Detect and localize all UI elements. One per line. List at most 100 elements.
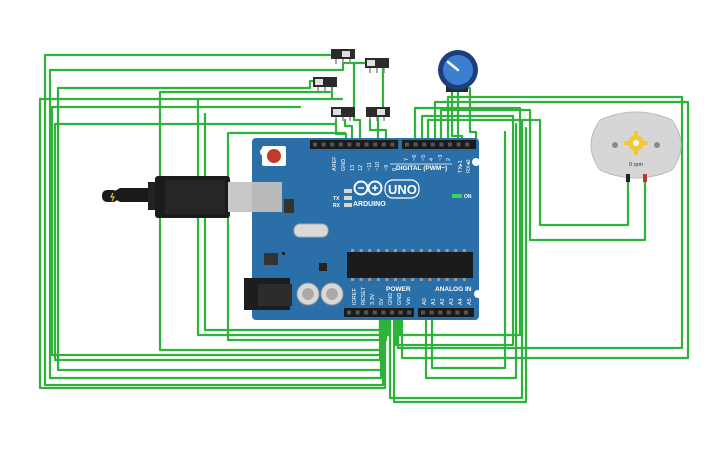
header-hole[interactable] bbox=[448, 142, 452, 147]
header-hole[interactable] bbox=[313, 142, 317, 147]
pin-label: A2 bbox=[440, 298, 446, 305]
header-hole[interactable] bbox=[446, 310, 451, 315]
switch-handle[interactable] bbox=[333, 109, 341, 115]
chip-pin bbox=[428, 278, 432, 281]
header-hole[interactable] bbox=[439, 142, 444, 147]
header-hole[interactable] bbox=[438, 310, 443, 315]
header-hole[interactable] bbox=[381, 310, 386, 315]
motor-terminal-positive bbox=[643, 174, 647, 182]
header-hole[interactable] bbox=[381, 142, 386, 147]
header-hole[interactable] bbox=[364, 310, 369, 315]
motor-rpm-label: 0 rpm bbox=[629, 162, 643, 168]
slide-switch[interactable] bbox=[365, 58, 389, 73]
switch-handle[interactable] bbox=[367, 60, 375, 66]
wire[interactable] bbox=[394, 114, 515, 347]
usb-cable[interactable] bbox=[102, 176, 258, 218]
slide-switch[interactable] bbox=[366, 107, 390, 121]
chip-pin bbox=[385, 249, 389, 252]
wire[interactable] bbox=[38, 97, 387, 390]
slide-switch[interactable] bbox=[331, 49, 355, 64]
usb-bolt-icon bbox=[110, 192, 115, 202]
header-hole[interactable] bbox=[455, 310, 460, 315]
potentiometer[interactable] bbox=[438, 50, 478, 92]
usb-chip bbox=[284, 199, 294, 213]
wire[interactable] bbox=[53, 122, 382, 362]
wire[interactable] bbox=[388, 118, 524, 400]
wire[interactable] bbox=[56, 79, 385, 372]
chip-pin bbox=[402, 278, 406, 281]
chip-pin bbox=[394, 249, 397, 252]
wire[interactable] bbox=[424, 122, 518, 380]
motor-screw bbox=[612, 142, 618, 148]
header-hole[interactable] bbox=[338, 142, 343, 147]
header-hole[interactable] bbox=[390, 310, 394, 315]
header-hole[interactable] bbox=[405, 142, 409, 147]
wire[interactable] bbox=[400, 100, 690, 360]
pin-label: ~10 bbox=[375, 162, 381, 171]
header-hole[interactable] bbox=[373, 142, 378, 147]
wire[interactable] bbox=[226, 131, 388, 342]
dc-motor[interactable]: 0 rpm bbox=[590, 111, 682, 182]
crystal bbox=[293, 223, 329, 238]
usb-connector-shade bbox=[165, 180, 225, 214]
chip-pin bbox=[445, 249, 449, 252]
header-hole[interactable] bbox=[364, 142, 369, 147]
header-hole[interactable] bbox=[430, 142, 435, 147]
header-hole[interactable] bbox=[390, 142, 395, 147]
usb-grip bbox=[148, 182, 156, 210]
header-hole[interactable] bbox=[429, 310, 434, 315]
header-hole[interactable] bbox=[422, 142, 427, 147]
header-hole[interactable] bbox=[355, 310, 360, 315]
pin-label: RX◂0 bbox=[466, 160, 472, 173]
chip-pin bbox=[462, 278, 466, 281]
wires bbox=[38, 53, 690, 404]
slide-switch[interactable] bbox=[331, 107, 355, 121]
pin-label: GND bbox=[397, 293, 403, 305]
wire[interactable] bbox=[398, 106, 522, 337]
switch-handle[interactable] bbox=[377, 109, 385, 115]
header-hole[interactable] bbox=[465, 142, 470, 147]
wire[interactable] bbox=[368, 118, 388, 144]
slide-switch[interactable] bbox=[313, 77, 337, 92]
header-hole[interactable] bbox=[398, 310, 403, 315]
wire[interactable] bbox=[439, 108, 647, 242]
header-hole[interactable] bbox=[347, 142, 352, 147]
header-hole[interactable] bbox=[356, 142, 360, 147]
arduino-board[interactable]: TX RX ON UNO ARDUINO DIGITAL (PWM~) POWE… bbox=[244, 138, 482, 320]
header-hole[interactable] bbox=[464, 310, 468, 315]
wire[interactable] bbox=[343, 118, 354, 144]
header-hole[interactable] bbox=[421, 310, 425, 315]
wire[interactable] bbox=[426, 118, 630, 227]
header-hole[interactable] bbox=[330, 142, 335, 147]
chip-pin bbox=[351, 278, 354, 281]
chip-pin bbox=[454, 249, 458, 252]
pin-label: GND bbox=[388, 293, 394, 305]
usb-plug-end bbox=[102, 190, 118, 202]
wire[interactable] bbox=[352, 61, 362, 144]
chip-pin bbox=[376, 249, 380, 252]
header-hole[interactable] bbox=[347, 310, 351, 315]
wire[interactable] bbox=[396, 95, 684, 350]
header-hole[interactable] bbox=[372, 310, 377, 315]
chip-pin bbox=[437, 249, 440, 252]
chip-pin bbox=[411, 249, 415, 252]
board-name: ARDUINO bbox=[353, 201, 386, 208]
pin-label: A3 bbox=[449, 298, 455, 305]
board-model: UNO bbox=[388, 182, 417, 197]
chip-pin bbox=[359, 278, 363, 281]
header-hole[interactable] bbox=[413, 142, 418, 147]
pin-label: ~3 bbox=[438, 155, 444, 161]
digital-header-label: DIGITAL (PWM~) bbox=[396, 165, 447, 172]
header-hole[interactable] bbox=[456, 142, 461, 147]
reset-button[interactable] bbox=[267, 149, 281, 163]
switch-handle[interactable] bbox=[315, 79, 323, 85]
switch-handle[interactable] bbox=[342, 51, 350, 57]
chip-pin bbox=[445, 278, 449, 281]
header-hole[interactable] bbox=[407, 310, 412, 315]
wire[interactable] bbox=[392, 126, 528, 404]
wire[interactable] bbox=[430, 130, 507, 370]
header-hole[interactable] bbox=[321, 142, 326, 147]
header-holes bbox=[313, 142, 470, 315]
pin-label: ~5 bbox=[421, 155, 427, 161]
